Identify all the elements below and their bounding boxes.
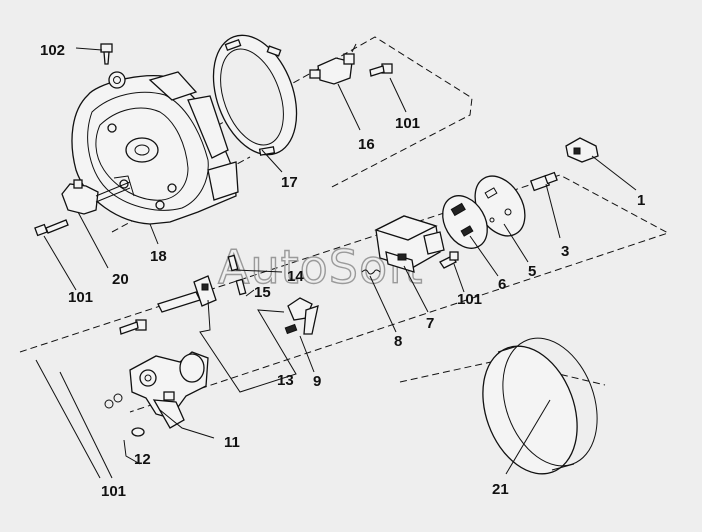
callout-101-middle: 101: [457, 291, 482, 308]
callout-101-lower: 101: [101, 483, 126, 500]
backing-plate-part: [442, 195, 488, 249]
callout-102: 102: [40, 42, 65, 59]
small-sensor-part: [529, 171, 558, 192]
lower-bolt-part: [119, 319, 147, 335]
washers-part: [104, 393, 145, 437]
clamp-part: [284, 297, 319, 335]
leader-lines: [35, 47, 637, 479]
callout-1: 1: [637, 192, 645, 209]
callout-13: 13: [277, 372, 294, 389]
callout-15: 15: [254, 284, 271, 301]
connector-part: [61, 179, 131, 215]
sensor-part: [309, 43, 357, 85]
callout-101-left: 101: [68, 289, 93, 306]
control-module-part: [374, 215, 445, 273]
callout-16: 16: [358, 136, 375, 153]
ring-gasket-part: [212, 34, 298, 156]
callout-101-upper: 101: [395, 115, 420, 132]
housing-part: [71, 71, 239, 225]
callout-11: 11: [224, 434, 240, 451]
upper-screw-part: [369, 63, 393, 77]
spring-part: [361, 269, 381, 275]
cover-cap-part: [482, 337, 598, 475]
top-screw-part: [100, 43, 113, 65]
upper-assembly-frame: [91, 36, 473, 197]
callout-17: 17: [281, 174, 298, 191]
callout-7: 7: [426, 315, 434, 332]
left-bolt-part: [34, 219, 69, 237]
middle-assembly-frame: [19, 174, 670, 413]
callout-21: 21: [492, 481, 509, 498]
callout-6: 6: [498, 276, 506, 293]
pin-group-part: [227, 254, 247, 296]
clip-part: [565, 137, 599, 163]
middle-screw-part: [439, 251, 459, 269]
callout-12: 12: [134, 451, 151, 468]
callout-9: 9: [313, 373, 321, 390]
callout-20: 20: [112, 271, 129, 288]
callout-5: 5: [528, 263, 536, 280]
actuator-part: [129, 351, 209, 429]
callout-8: 8: [394, 333, 402, 350]
callout-18: 18: [150, 248, 167, 265]
callout-3: 3: [561, 243, 569, 260]
brush-holder-part: [157, 275, 217, 313]
callout-14: 14: [287, 268, 304, 285]
